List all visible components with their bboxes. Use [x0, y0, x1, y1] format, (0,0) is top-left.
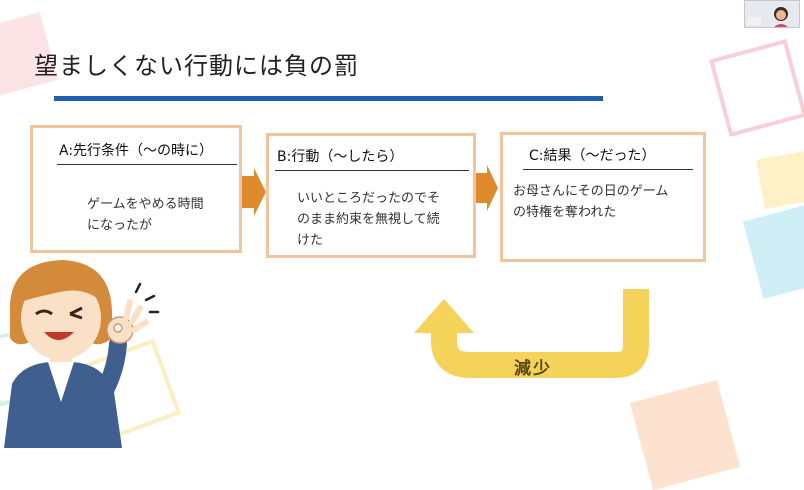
- decor-square-yellow-right: [756, 151, 804, 209]
- arrow-right-icon: [242, 168, 266, 216]
- person-video-icon: [745, 1, 800, 28]
- decrease-label: 減少: [514, 354, 552, 379]
- card-antecedent-header: A:先行条件（〜の時に）: [59, 140, 213, 160]
- webcam-thumbnail[interactable]: [744, 0, 800, 28]
- card-behavior-divider: [275, 170, 469, 171]
- slide-title: 望ましくない行動には負の罰: [34, 46, 359, 81]
- card-antecedent: A:先行条件（〜の時に） ゲームをやめる時間 になったが: [30, 125, 242, 253]
- card-behavior-header: B:行動（〜したら）: [277, 146, 403, 166]
- arrow-right-icon: [476, 165, 498, 211]
- card-antecedent-divider: [57, 164, 237, 165]
- card-consequence: C:結果（〜だった） お母さんにその日のゲーム の特権を奪われた: [500, 132, 706, 262]
- decor-square-blue-right: [743, 201, 804, 299]
- decor-square-pink-right: [709, 39, 804, 137]
- card-behavior-body: いいところだったのでそ のまま約束を無視して続 けた: [297, 188, 440, 251]
- card-behavior: B:行動（〜したら） いいところだったのでそ のまま約束を無視して続 けた: [266, 133, 476, 258]
- card-consequence-divider: [523, 169, 693, 170]
- card-consequence-header: C:結果（〜だった）: [529, 145, 656, 165]
- card-consequence-body: お母さんにその日のゲーム の特権を奪われた: [513, 181, 668, 223]
- title-underline: [54, 96, 603, 101]
- card-antecedent-body: ゲームをやめる時間 になったが: [87, 194, 204, 236]
- woman-ok-gesture-illustration: [0, 252, 170, 448]
- decor-square-peach-bottom: [630, 380, 740, 490]
